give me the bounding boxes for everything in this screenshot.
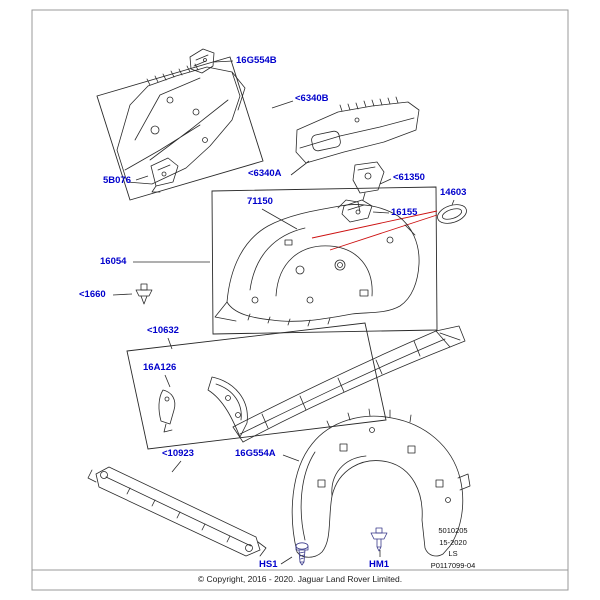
red-pointer-lines [311, 210, 438, 251]
box-wheelhouse-assembly [211, 186, 438, 335]
part-bracket-16155 [341, 199, 373, 223]
part-label-HS1[interactable]: HS1 [259, 559, 278, 570]
part-label-10923[interactable]: <10923 [162, 448, 194, 459]
doc-market: LS [448, 549, 458, 558]
part-label-16G554A[interactable]: 16G554A [235, 448, 276, 459]
part-wheelhouse-panel [214, 199, 420, 327]
part-label-16G554B[interactable]: 16G554B [236, 55, 277, 66]
part-label-14603[interactable]: 14603 [440, 187, 467, 198]
part-seal-14603 [437, 204, 467, 224]
part-label-16155[interactable]: 16155 [391, 207, 418, 218]
part-bracket-5B076 [150, 157, 179, 193]
part-label-10632[interactable]: <10632 [147, 325, 179, 336]
part-label-6340A[interactable]: <6340A [248, 168, 282, 179]
part-label-5B076[interactable]: 5B076 [103, 175, 131, 186]
assembly-boxes [96, 56, 438, 450]
doc-number: 5010205 [438, 526, 468, 535]
part-label-6340B[interactable]: <6340B [295, 93, 329, 104]
copyright-text: © Copyright, 2016 - 2020. Jaguar Land Ro… [197, 574, 403, 584]
part-bracket-16A126 [158, 389, 176, 433]
part-fender-apron-assembly [116, 63, 246, 185]
part-label-61350[interactable]: <61350 [393, 172, 425, 183]
part-curved-bracket [207, 376, 248, 438]
part-side-rail [232, 325, 466, 443]
part-bracket-61350 [352, 161, 385, 201]
part-label-16A126[interactable]: 16A126 [143, 362, 177, 373]
part-apron-panel-6340B [295, 96, 420, 164]
part-label-16054[interactable]: 16054 [100, 256, 127, 267]
doc-date: 15-2020 [439, 537, 467, 547]
page-frame [31, 9, 569, 591]
leader-lines [112, 60, 455, 565]
screw-icon-HS1 [295, 542, 309, 566]
clip-icon-HM1 [370, 527, 388, 552]
box-rail-assembly [126, 322, 387, 450]
part-label-71150[interactable]: 71150 [247, 196, 273, 207]
doc-info-block: 5010205 15-2020 LS P0117099-04 [420, 525, 486, 571]
part-clip-1660 [135, 283, 153, 305]
doc-reference: P0117099-04 [430, 560, 476, 570]
part-crossmember-10923 [87, 466, 267, 557]
part-wheel-arch-liner [291, 408, 471, 558]
part-bracket-16G554B [189, 48, 215, 74]
part-label-HM1[interactable]: HM1 [369, 559, 390, 570]
box-apron-assembly [96, 56, 264, 201]
part-label-1660[interactable]: <1660 [79, 289, 106, 300]
